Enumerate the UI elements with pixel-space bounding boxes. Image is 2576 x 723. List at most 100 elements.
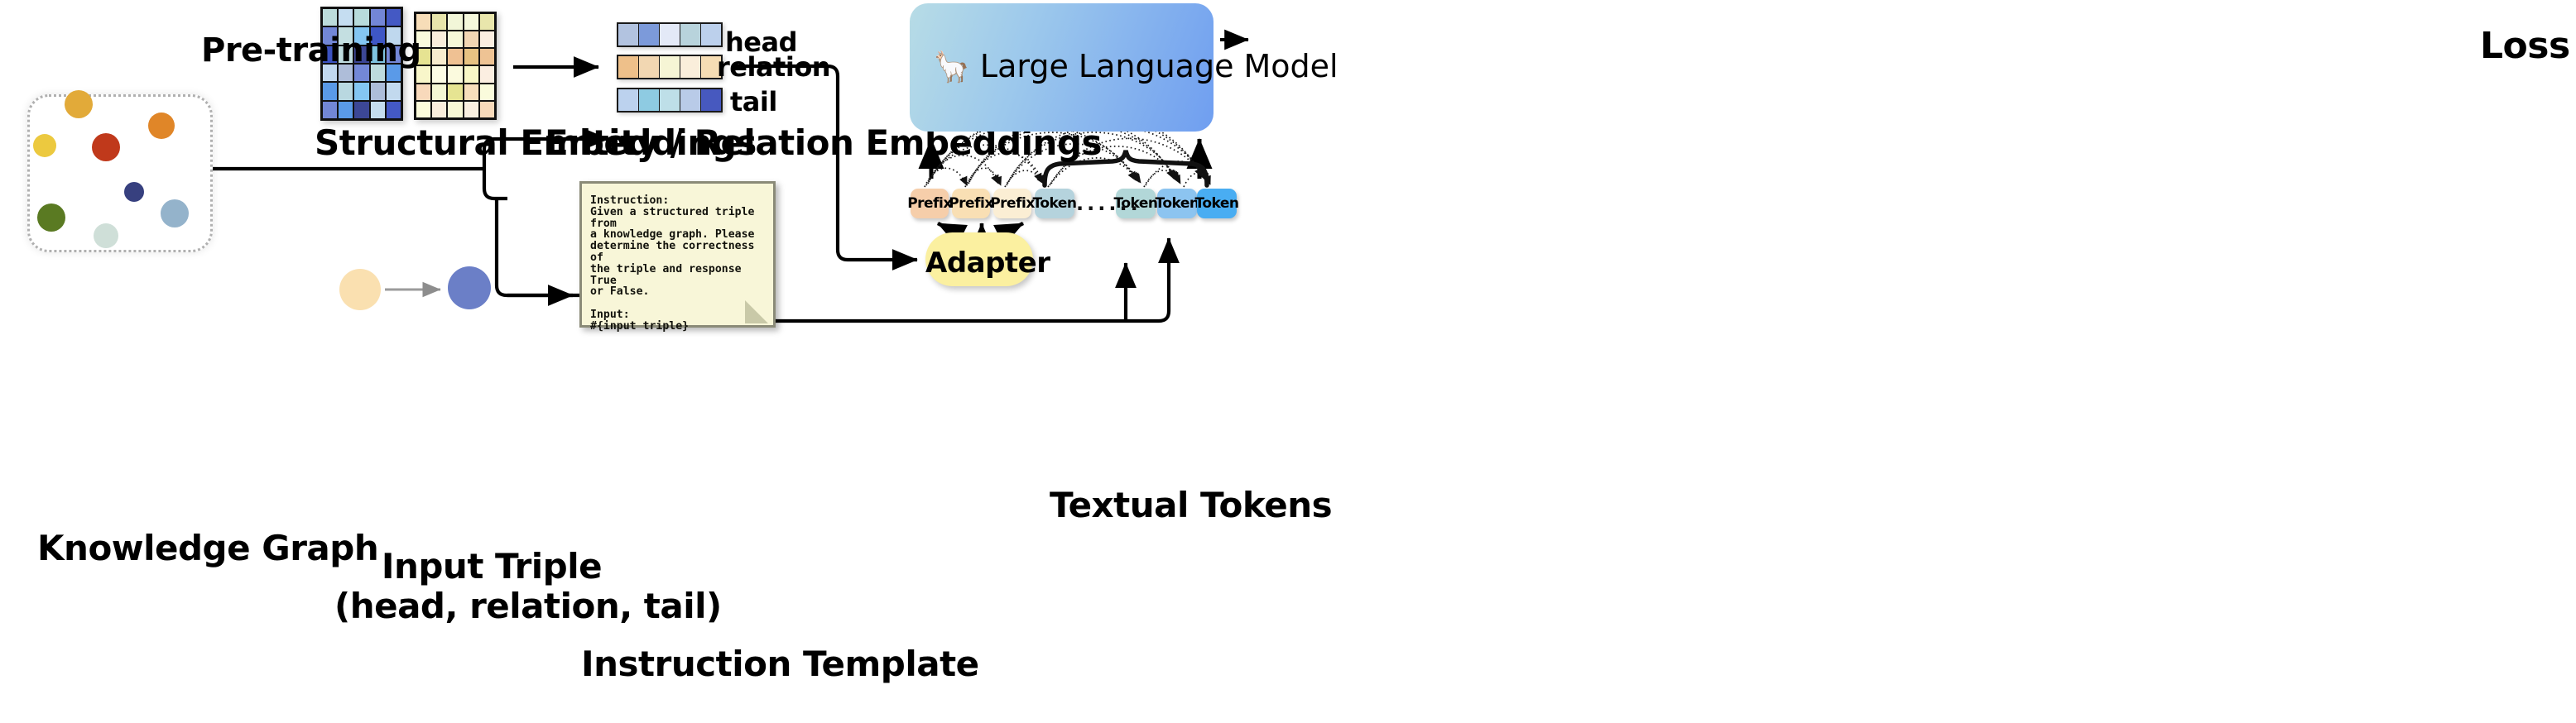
entrel-cell-4-1 <box>431 83 448 101</box>
tail-cell-3 <box>680 89 701 111</box>
entrel-cell-2-4 <box>478 48 495 66</box>
head-cell-4 <box>701 24 721 45</box>
structural-cell-1-3 <box>369 26 386 45</box>
entrel-cell-5-0 <box>416 100 432 118</box>
token-box-label: Prefix <box>907 195 952 212</box>
entrel-cell-0-1 <box>431 13 448 31</box>
structural-cell-3-2 <box>353 64 370 83</box>
relation-cell-2 <box>660 56 680 78</box>
structural-cell-1-1 <box>338 26 354 45</box>
kg-node-n8 <box>94 223 118 248</box>
relation-cell-4 <box>701 56 721 78</box>
entrel-cell-4-4 <box>478 83 495 101</box>
arrows-adapter-to-prefix <box>936 221 1025 251</box>
instruction-template-note <box>579 181 776 328</box>
pre-training-label: Pre-training <box>201 31 421 69</box>
entrel-cell-5-4 <box>478 100 495 118</box>
entrel-cell-2-1 <box>431 48 448 66</box>
structural-cell-3-1 <box>338 64 354 83</box>
textual-tokens-label: Textual Tokens <box>1050 485 1333 525</box>
token-box-label: Token <box>1194 195 1240 212</box>
entrel-cell-0-2 <box>447 13 464 31</box>
kg-node-n6 <box>37 203 65 232</box>
entrel-cell-4-0 <box>416 83 432 101</box>
entrel-cell-1-3 <box>463 31 479 49</box>
token-box-token-5[interactable]: Token <box>1155 189 1200 218</box>
triple-head-node <box>339 269 381 310</box>
structural-cell-0-4 <box>385 8 401 27</box>
structural-cell-4-2 <box>353 82 370 101</box>
head-label: head <box>725 26 797 58</box>
structural-cell-5-2 <box>353 100 370 119</box>
entrel-cell-4-3 <box>463 83 479 101</box>
token-ellipsis: ······ <box>1076 197 1141 220</box>
structural-cell-1-0 <box>322 26 339 45</box>
entrel-cell-5-1 <box>431 100 448 118</box>
head-embedding-strip <box>617 22 723 47</box>
head-cell-0 <box>618 24 639 45</box>
structural-cell-0-1 <box>338 8 354 27</box>
entrel-cell-3-3 <box>463 65 479 84</box>
large-language-model-box <box>910 3 1214 132</box>
token-box-token-6[interactable]: Token <box>1194 189 1240 218</box>
entrel-cell-1-1 <box>431 31 448 49</box>
relation-cell-0 <box>618 56 639 78</box>
entrel-cell-0-0 <box>416 13 432 31</box>
structural-cell-0-3 <box>369 8 386 27</box>
token-box-prefix-0[interactable]: Prefix <box>907 189 952 218</box>
head-cell-2 <box>660 24 680 45</box>
structural-cell-2-1 <box>338 45 354 64</box>
token-box-label: Token <box>1155 195 1200 212</box>
structural-cell-5-3 <box>369 100 386 119</box>
tail-cell-2 <box>660 89 680 111</box>
tail-cell-1 <box>639 89 660 111</box>
structural-cell-2-3 <box>369 45 386 64</box>
kg-node-n1 <box>65 90 93 118</box>
structural-cell-2-4 <box>385 45 401 64</box>
entity-relation-heatmap <box>414 12 497 120</box>
token-box-prefix-1[interactable]: Prefix <box>949 189 993 218</box>
entrel-cell-4-2 <box>447 83 464 101</box>
kg-node-n7 <box>161 199 189 227</box>
entrel-cell-3-2 <box>447 65 464 84</box>
structural-cell-4-1 <box>338 82 354 101</box>
kg-node-n3 <box>33 134 56 157</box>
large-language-model-label: 🦙 Large Language Model <box>933 48 1338 84</box>
triple-tail-node <box>448 266 491 309</box>
relation-cell-1 <box>639 56 660 78</box>
token-box-label: Prefix <box>990 195 1035 212</box>
relation-cell-3 <box>680 56 701 78</box>
entrel-cell-2-0 <box>416 48 432 66</box>
entrel-cell-1-4 <box>478 31 495 49</box>
tail-label: tail <box>730 86 777 117</box>
token-box-label: Prefix <box>949 195 993 212</box>
llama-icon: 🦙 <box>933 50 970 84</box>
token-box-token-3[interactable]: Token <box>1032 189 1078 218</box>
entrel-cell-1-2 <box>447 31 464 49</box>
textual-tokens-brace <box>1042 150 1209 188</box>
token-box-label: Token <box>1032 195 1078 212</box>
structural-cell-0-2 <box>353 8 370 27</box>
tail-embedding-strip <box>617 88 723 113</box>
arrow-embeddings-to-adapter <box>733 64 918 271</box>
token-box-token-4[interactable]: Token <box>1114 189 1158 218</box>
kg-node-n2 <box>148 113 175 139</box>
structural-cell-1-2 <box>353 26 370 45</box>
entrel-cell-0-3 <box>463 13 479 31</box>
structural-cell-5-1 <box>338 100 354 119</box>
entrel-cell-5-2 <box>447 100 464 118</box>
structural-cell-4-3 <box>369 82 386 101</box>
head-cell-1 <box>639 24 660 45</box>
note-fold-corner <box>745 300 768 323</box>
structural-cell-0-0 <box>322 8 339 27</box>
entrel-cell-3-0 <box>416 65 432 84</box>
structural-cell-4-0 <box>322 82 339 101</box>
token-box-prefix-2[interactable]: Prefix <box>990 189 1035 218</box>
structural-cell-2-0 <box>322 45 339 64</box>
input-triple-label: Input Triple <box>381 546 603 587</box>
head-cell-3 <box>680 24 701 45</box>
structural-cell-3-0 <box>322 64 339 83</box>
structural-cell-2-2 <box>353 45 370 64</box>
